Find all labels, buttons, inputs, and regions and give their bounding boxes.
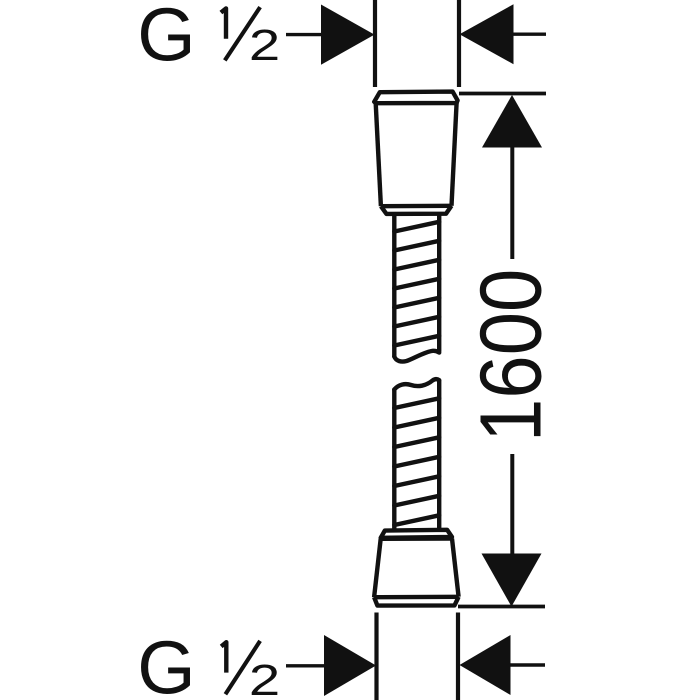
svg-text:2: 2 [249,655,280,700]
svg-text:G: G [137,0,195,77]
svg-text:2: 2 [249,20,280,70]
svg-text:1600: 1600 [461,269,559,442]
svg-text:G: G [137,625,195,700]
